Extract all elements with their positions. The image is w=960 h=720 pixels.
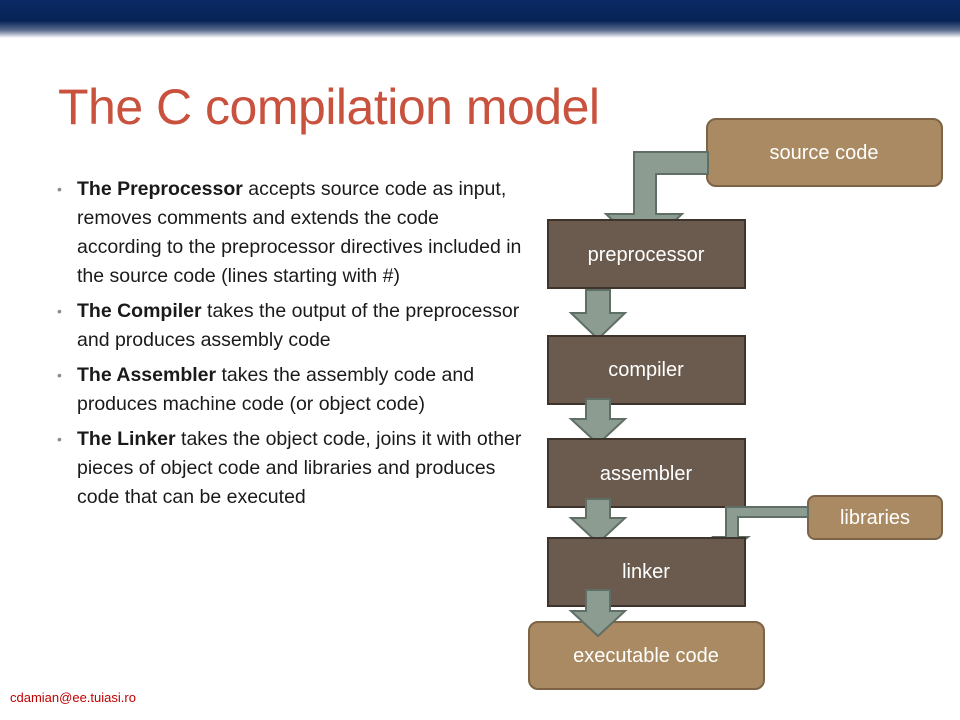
preprocessor-box bbox=[547, 219, 746, 289]
bullet-marker-icon: • bbox=[57, 367, 62, 383]
linker-label: linker bbox=[622, 561, 670, 583]
bullet-term: The Linker bbox=[77, 428, 176, 450]
libraries-label: libraries bbox=[840, 507, 910, 529]
bullet-text: takes the assembly code and produces mac… bbox=[77, 364, 475, 415]
compiler-box bbox=[547, 335, 746, 405]
source-code-label: source code bbox=[770, 142, 879, 164]
bullet-item-linker: • The Linker takes the object code, join… bbox=[57, 425, 527, 512]
bullet-marker-icon: • bbox=[57, 303, 62, 319]
arrow-assembler-to-linker bbox=[568, 498, 628, 545]
executable-code-label: executable code bbox=[573, 645, 719, 667]
arrow-linker-to-executable bbox=[568, 589, 628, 638]
preprocessor-label: preprocessor bbox=[588, 244, 705, 266]
bullet-item-assembler: • The Assembler takes the assembly code … bbox=[57, 361, 527, 419]
page-title: The C compilation model bbox=[58, 79, 600, 135]
bullet-item-compiler: • The Compiler takes the output of the p… bbox=[57, 297, 527, 355]
header-bar bbox=[0, 0, 960, 38]
bullet-item-preprocessor: • The Preprocessor accepts source code a… bbox=[57, 175, 527, 291]
assembler-label: assembler bbox=[600, 463, 693, 485]
bullet-marker-icon: • bbox=[57, 431, 62, 447]
arrow-preprocessor-to-compiler bbox=[568, 289, 628, 341]
executable-code-box bbox=[528, 621, 765, 690]
bullet-marker-icon: • bbox=[57, 181, 62, 197]
arrow-compiler-to-assembler bbox=[568, 398, 628, 446]
compiler-label: compiler bbox=[608, 359, 684, 381]
bullet-text: takes the output of the preprocessor and… bbox=[77, 300, 520, 351]
bullet-term: The Compiler bbox=[77, 300, 202, 322]
bullet-list: • The Preprocessor accepts source code a… bbox=[57, 175, 527, 518]
author-email: cdamian@ee.tuiasi.ro bbox=[10, 690, 136, 705]
assembler-box bbox=[547, 438, 746, 508]
bullet-term: The Preprocessor bbox=[77, 178, 243, 200]
bullet-text: takes the object code, joins it with oth… bbox=[77, 428, 522, 508]
bullet-term: The Assembler bbox=[77, 364, 217, 386]
linker-box bbox=[547, 537, 746, 607]
bullet-text: accepts source code as input, removes co… bbox=[77, 178, 522, 287]
